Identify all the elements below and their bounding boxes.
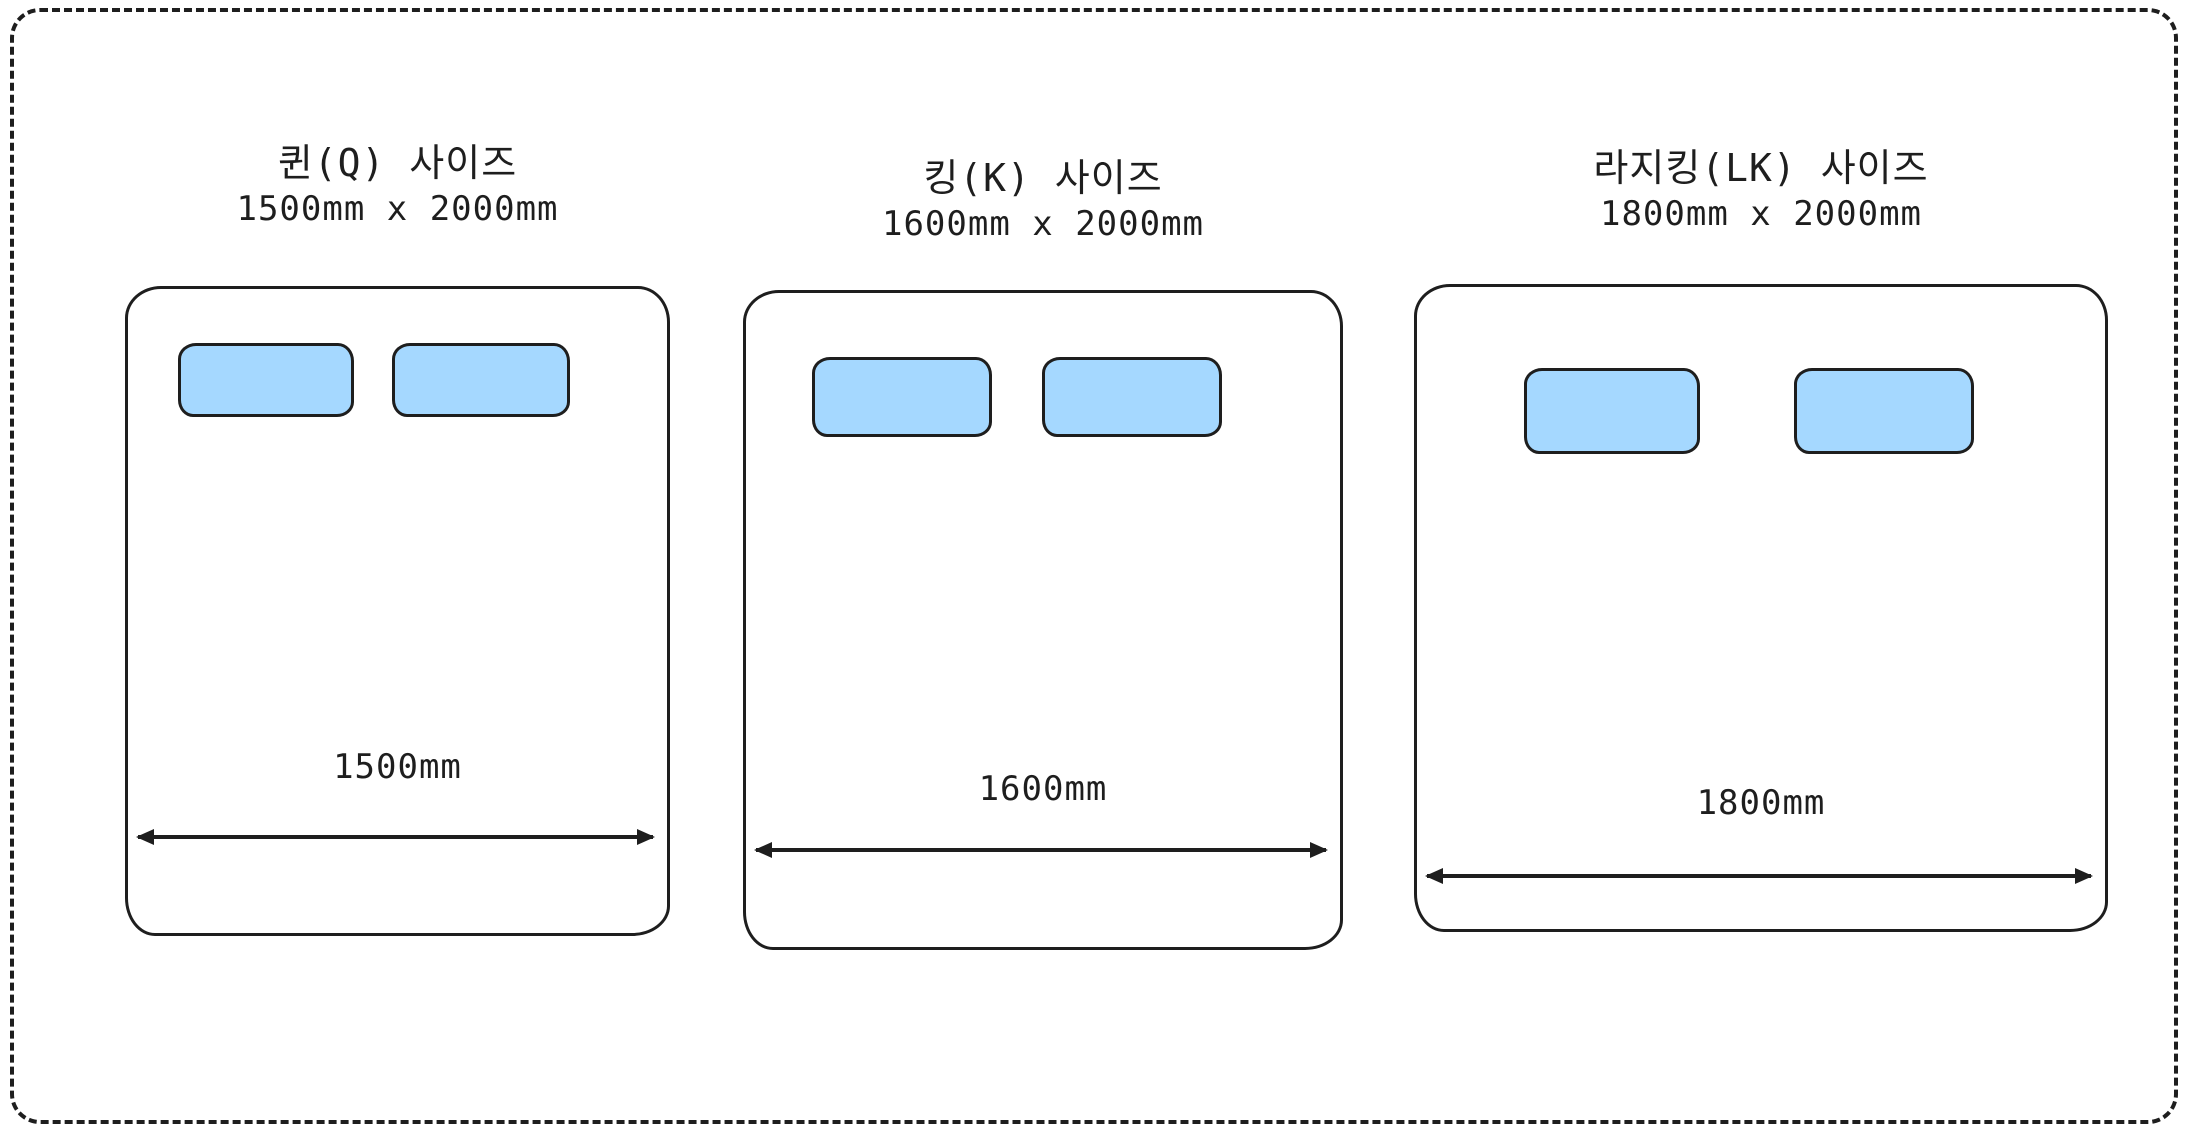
bed-title: 킹(K) 사이즈 (923, 156, 1163, 200)
bed-title: 퀸(Q) 사이즈 (277, 141, 518, 185)
pillow-right (392, 343, 570, 417)
width-arrow (1425, 868, 2093, 883)
bed-outline: 1500mm (125, 286, 670, 936)
pillow-right (1042, 357, 1222, 437)
bed-group-queen: 퀸(Q) 사이즈 1500mm x 2000mm 1500mm (125, 140, 670, 936)
width-label: 1500mm (333, 747, 462, 787)
width-label: 1600mm (978, 769, 1108, 809)
bed-title: 라지킹(LK) 사이즈 (1593, 146, 1929, 190)
width-arrow (136, 829, 655, 844)
bed-group-king: 킹(K) 사이즈 1600mm x 2000mm 1600mm (743, 155, 1343, 950)
width-arrow (754, 842, 1328, 857)
pillow-left (1524, 368, 1700, 454)
pillow-right (1794, 368, 1974, 454)
bed-group-large-king: 라지킹(LK) 사이즈 1800mm x 2000mm 1800mm (1414, 145, 2108, 932)
width-label: 1800mm (1696, 783, 1826, 823)
bed-dimensions: 1800mm x 2000mm (1599, 194, 1923, 234)
bed-outline: 1600mm (743, 290, 1343, 950)
bed-dimensions: 1600mm x 2000mm (881, 204, 1205, 244)
bed-dimensions: 1500mm x 2000mm (236, 189, 559, 229)
dashed-frame (10, 8, 2178, 1124)
pillow-left (178, 343, 354, 417)
bed-outline: 1800mm (1414, 284, 2108, 932)
pillow-left (812, 357, 992, 437)
